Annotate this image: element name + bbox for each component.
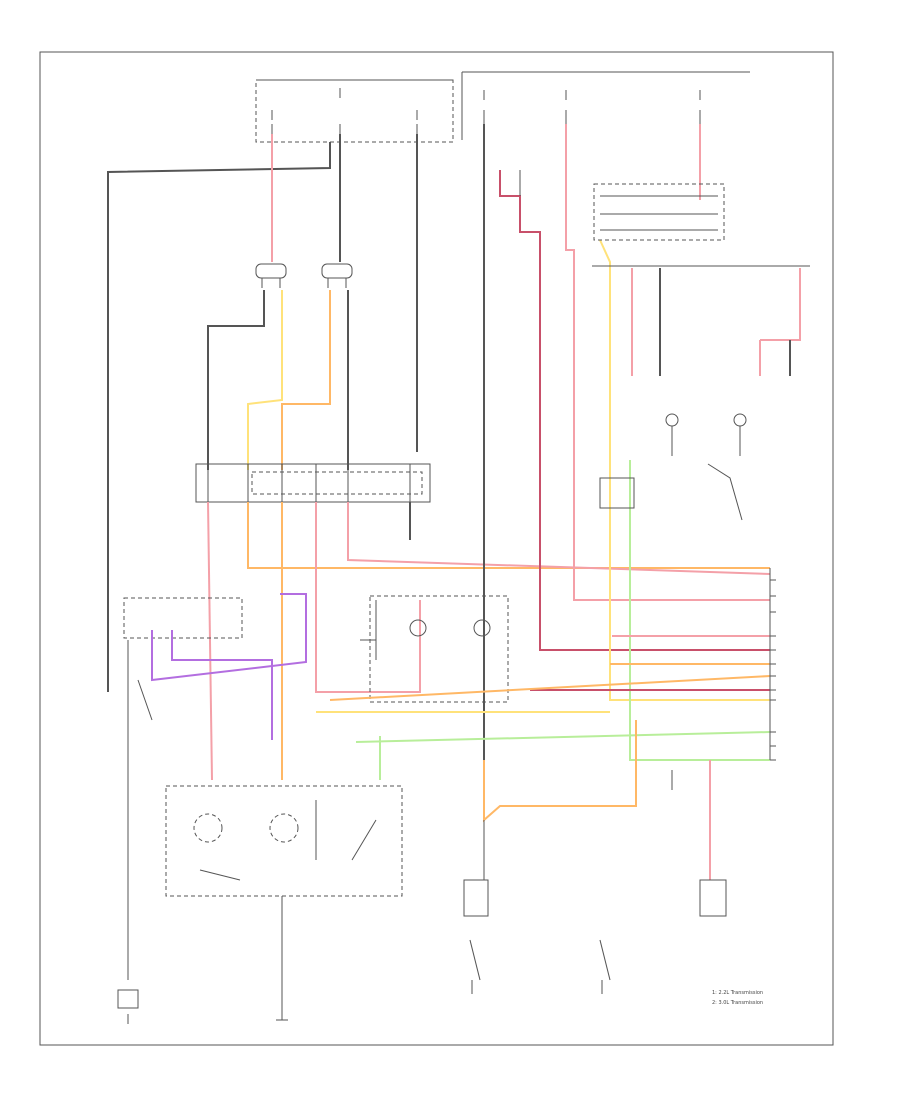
wire-green-right bbox=[629, 460, 770, 761]
legend-line-2: 2: 3.0L Transmission bbox=[712, 1000, 763, 1006]
wire-darkred-center bbox=[499, 170, 770, 651]
wire-red-loop bbox=[315, 502, 421, 693]
wire-red-down-1 bbox=[207, 501, 213, 781]
wire-orange-bus-2 bbox=[329, 675, 771, 701]
relay-switch-left bbox=[127, 640, 153, 760]
wire-green-bus-2 bbox=[355, 731, 771, 743]
connector-block bbox=[195, 463, 431, 503]
wire-purple-2 bbox=[171, 630, 273, 740]
instrument-gauge bbox=[360, 595, 509, 703]
right-headlamp bbox=[321, 263, 353, 288]
diagram-frame bbox=[39, 51, 834, 1046]
fuse-box-left bbox=[255, 79, 454, 143]
right-bottom-sensor bbox=[699, 879, 727, 917]
right-switch bbox=[707, 463, 743, 521]
combination-switch-left bbox=[123, 597, 243, 639]
left-headlamp bbox=[255, 263, 287, 288]
wire-black-left bbox=[107, 142, 331, 692]
wire-orange-rh bbox=[281, 290, 331, 470]
fuse-icons bbox=[271, 88, 701, 134]
flasher-module bbox=[593, 183, 725, 241]
wire-red-right-2 bbox=[760, 268, 801, 341]
wire-red-center-right bbox=[565, 124, 770, 601]
wire-yellow-center bbox=[599, 239, 770, 701]
right-lamp-pair bbox=[665, 413, 747, 456]
right-ground-switch bbox=[599, 939, 611, 981]
wire-yellow-lh bbox=[247, 290, 283, 470]
wiper-switch-contacts bbox=[193, 800, 377, 881]
connector-pins bbox=[207, 464, 411, 502]
wire-black-lh-ground bbox=[207, 290, 265, 470]
wire-red-across bbox=[347, 502, 771, 575]
legend-line-1: 1: 2.2L Transmission bbox=[712, 990, 763, 996]
right-relay bbox=[599, 477, 635, 509]
wire-orange-across-top bbox=[247, 502, 770, 569]
wiper-switch-box bbox=[165, 785, 403, 897]
right-connector bbox=[769, 568, 776, 761]
wire-purple-1 bbox=[151, 593, 307, 682]
wire-orange-center-bottom bbox=[483, 720, 637, 823]
center-switch bbox=[463, 879, 489, 917]
left-ground-switch bbox=[117, 760, 139, 1009]
center-ground-switch bbox=[469, 939, 481, 981]
